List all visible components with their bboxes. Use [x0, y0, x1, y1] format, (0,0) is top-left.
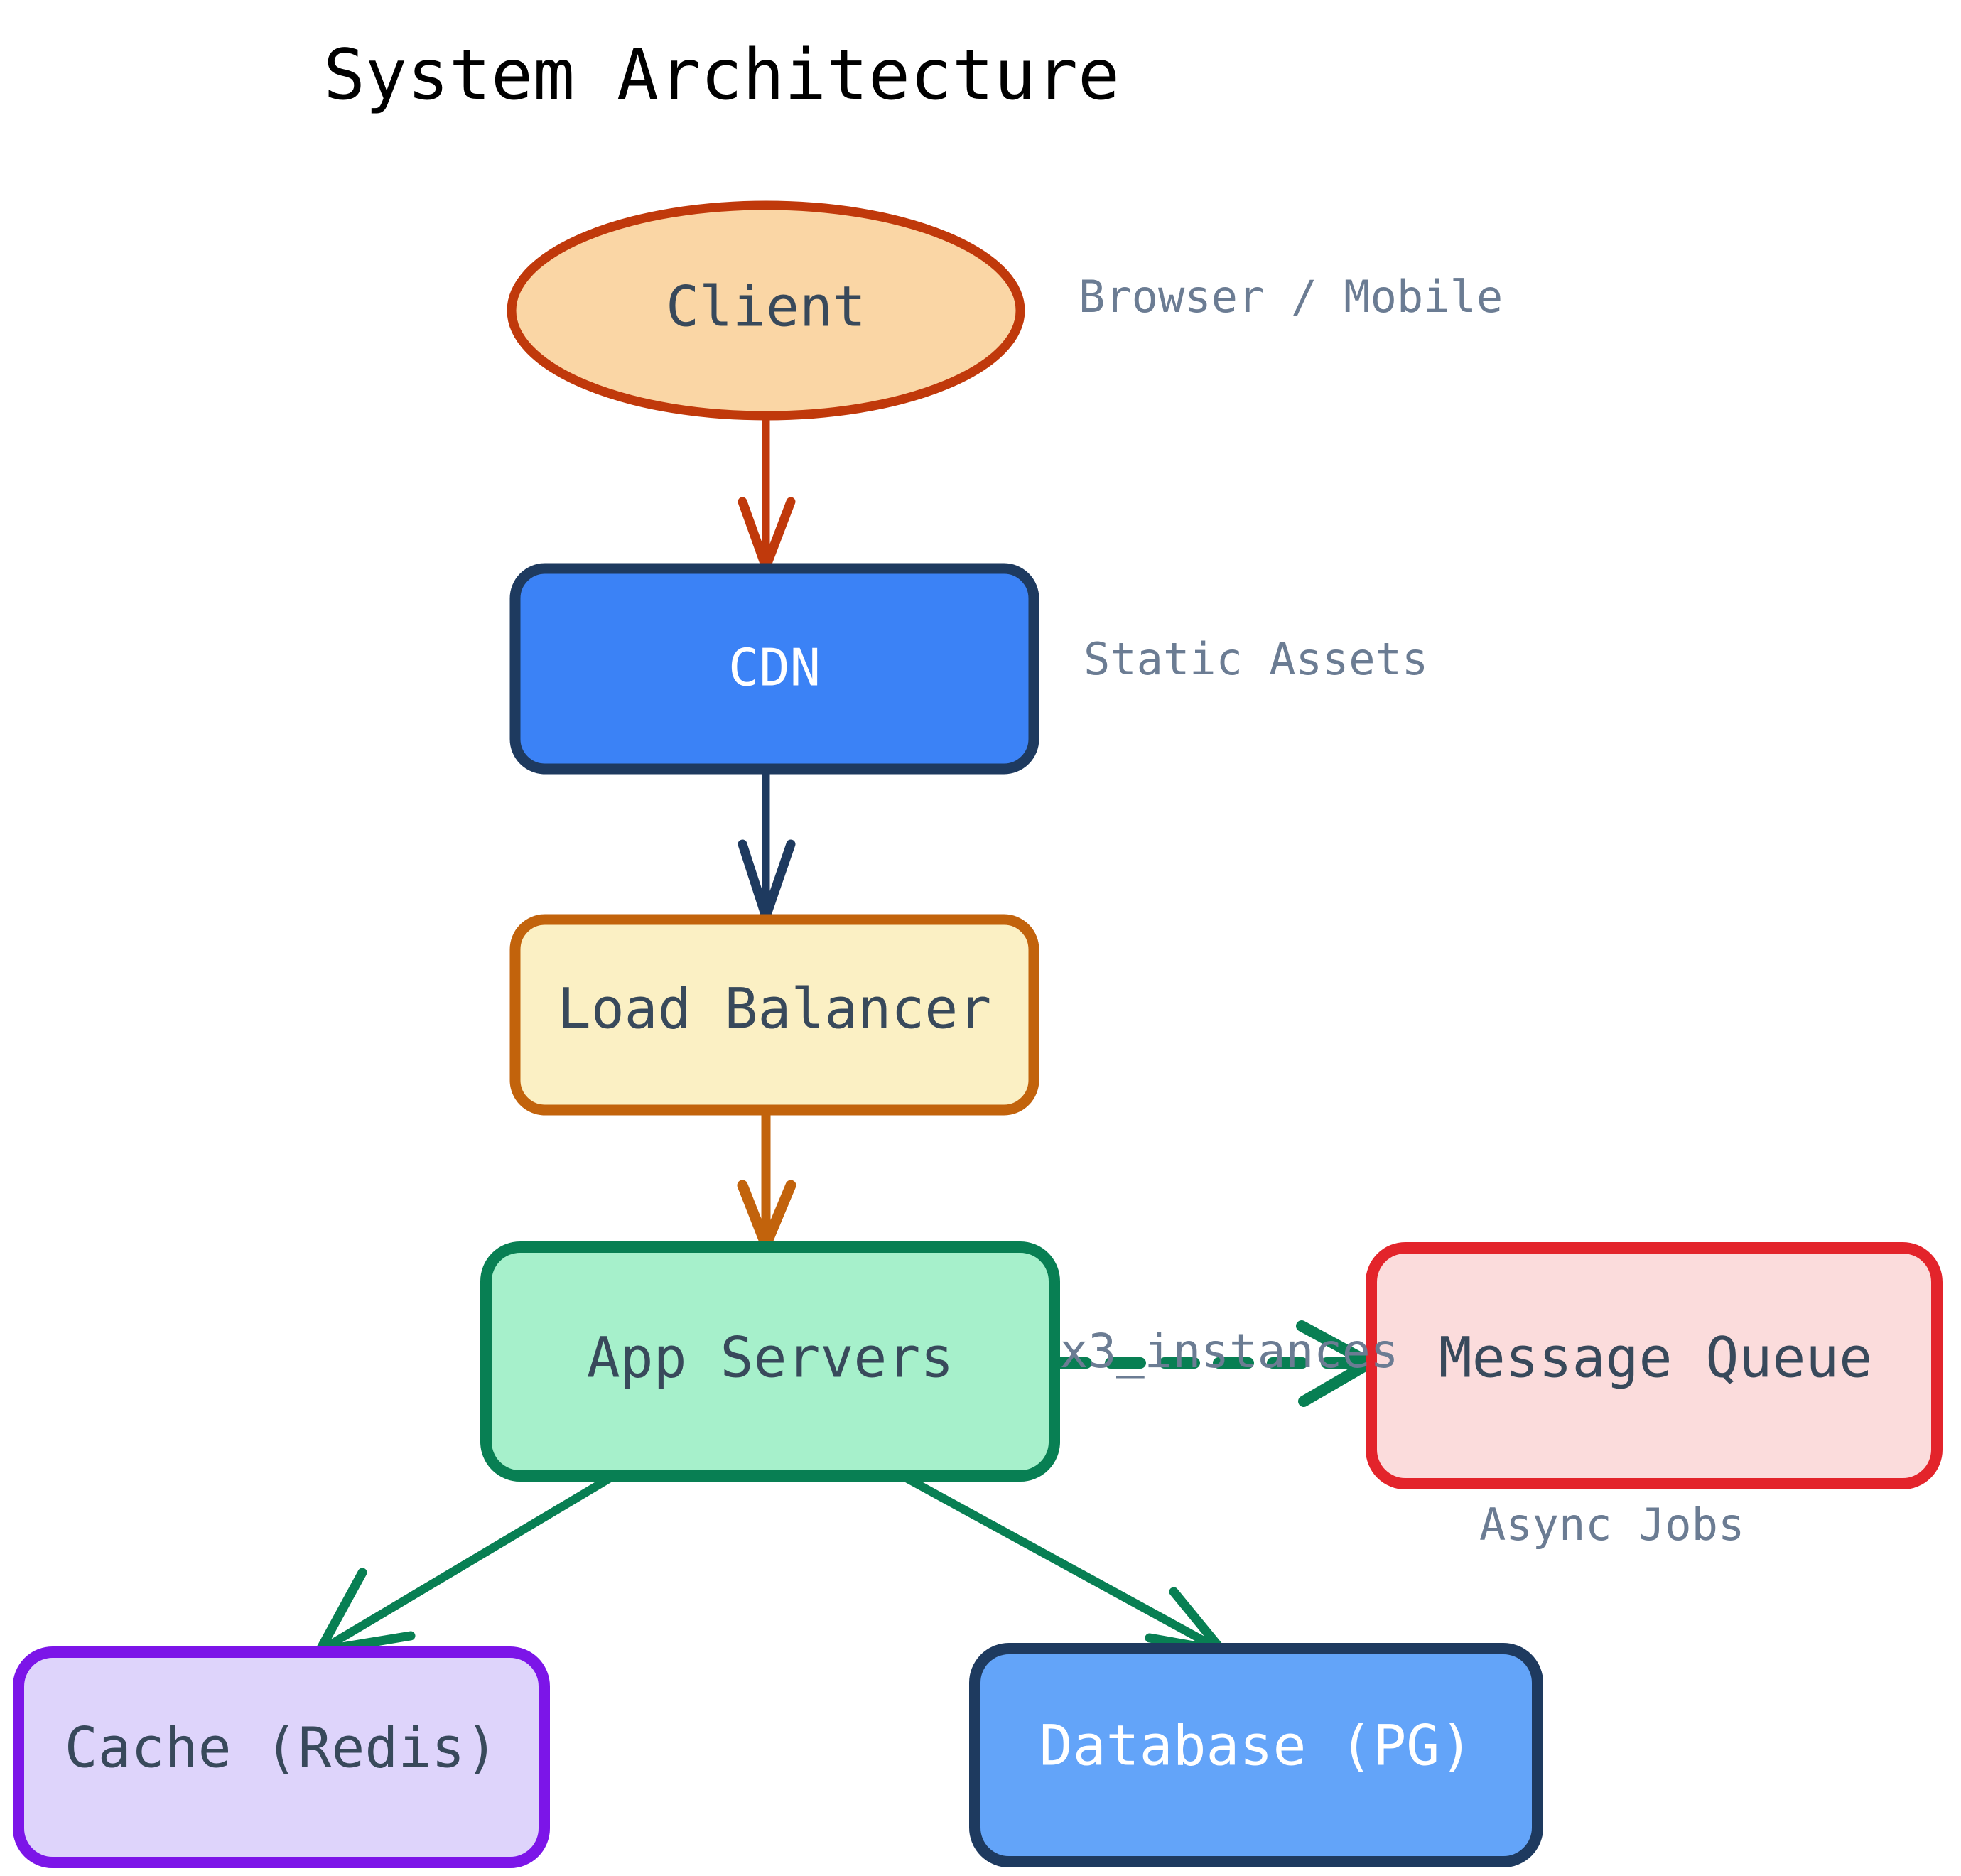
app-servers-shape[interactable]	[480, 1241, 1060, 1482]
edge-app-servers-to-database	[900, 1472, 1227, 1656]
annotation-client-note: Browser / Mobile	[1079, 271, 1503, 323]
edge-load-balancer-to-app-servers	[737, 1105, 796, 1252]
app-servers-label: App Servers	[587, 1326, 954, 1390]
page-title: System Architecture	[323, 35, 1120, 116]
client-label: Client	[666, 275, 866, 339]
annotation-cdn-note: Static Assets	[1084, 633, 1428, 685]
message-queue-shape[interactable]	[1366, 1242, 1943, 1489]
node-cdn[interactable]: CDN	[509, 563, 1039, 775]
node-database[interactable]: Database (PG)	[969, 1643, 1543, 1867]
node-cache[interactable]: Cache (Redis)	[13, 1646, 550, 1868]
edge-app-servers-to-cache	[315, 1472, 617, 1656]
annotation-queue-note: Async Jobs	[1479, 1499, 1744, 1551]
node-load-balancer[interactable]: Load Balancer	[509, 914, 1039, 1116]
node-app-servers[interactable]: App Servers	[480, 1241, 1060, 1482]
cache-label: Cache (Redis)	[65, 1716, 498, 1780]
database-label: Database (PG)	[1039, 1714, 1473, 1778]
edge-client-to-cdn	[738, 414, 796, 573]
message-queue-label: Message Queue	[1439, 1326, 1872, 1390]
load-balancer-shape[interactable]	[509, 914, 1039, 1116]
node-message-queue[interactable]: Message Queue	[1366, 1242, 1943, 1489]
edge-cdn-to-load-balancer	[738, 765, 796, 922]
cdn-label: CDN	[728, 638, 821, 698]
cache-shape[interactable]	[13, 1646, 550, 1868]
node-client[interactable]: Client	[507, 200, 1025, 421]
client-shape[interactable]	[507, 200, 1025, 421]
database-shape[interactable]	[969, 1643, 1543, 1867]
cdn-shape[interactable]	[509, 563, 1039, 775]
edge-label-x3-instances: x3_instances	[1060, 1324, 1399, 1379]
load-balancer-label: Load Balancer	[558, 977, 991, 1041]
